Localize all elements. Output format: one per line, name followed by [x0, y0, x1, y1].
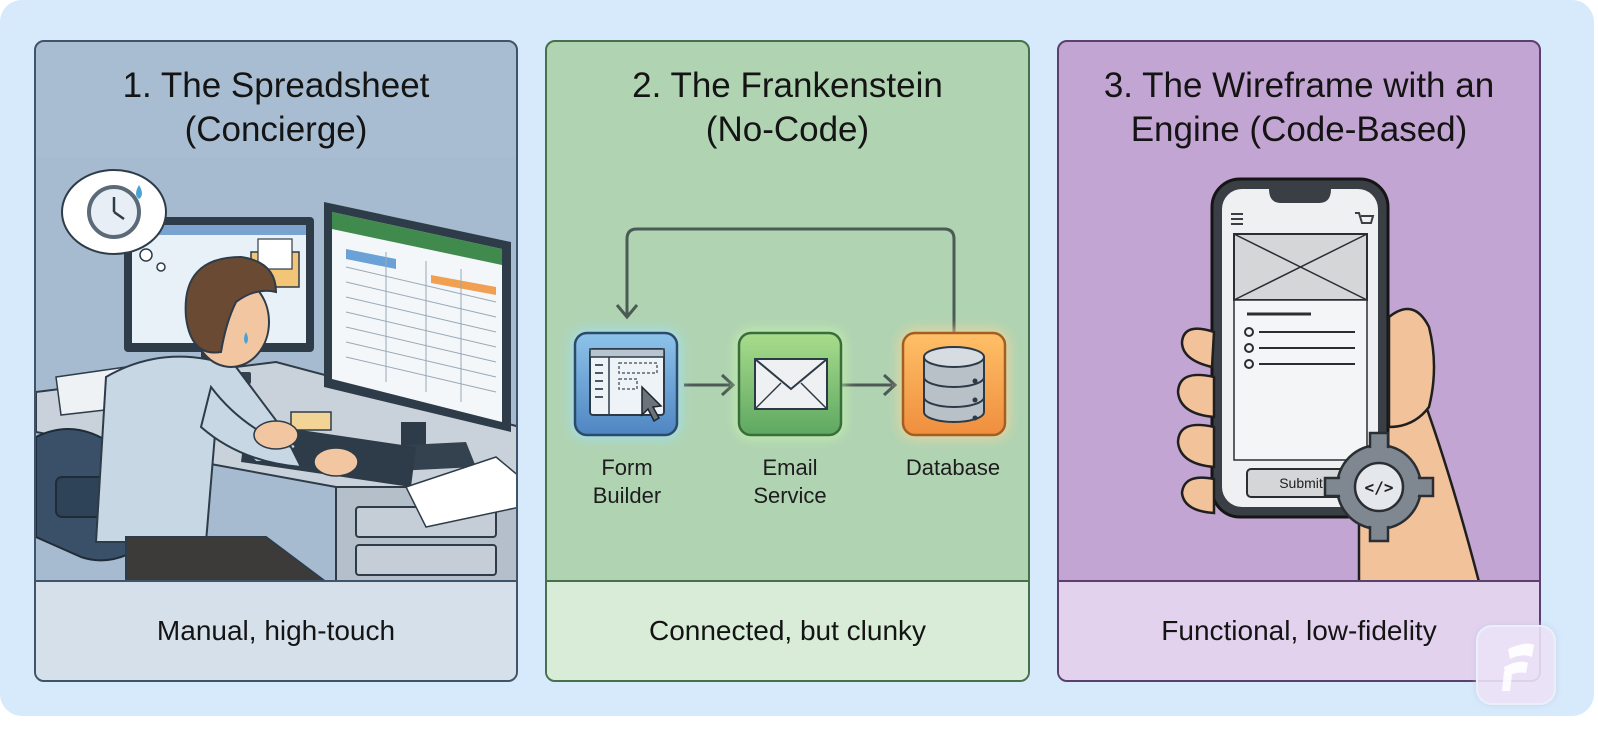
panel-frankenstein: 2. The Frankenstein (No-Code): [545, 40, 1030, 682]
radio-list: [1244, 327, 1355, 369]
node-label-database: Database: [905, 455, 1001, 480]
panel-wireframe: 3. The Wireframe with an Engine (Code-Ba…: [1057, 40, 1541, 682]
person-at-desk-illustration: [36, 157, 516, 582]
image-placeholder: [1233, 233, 1368, 301]
node-label-form-builder: Form Builder: [592, 455, 662, 508]
loop-arrowhead: [615, 304, 639, 320]
panel-caption: Manual, high-touch: [36, 580, 516, 680]
code-gear-icon: </>: [1323, 431, 1435, 543]
tool-chain-diagram: [572, 227, 1008, 438]
node-label-email-service: Email Service: [753, 455, 827, 508]
hand-holding-phone-illustration: Submit </>: [1176, 177, 1481, 582]
cart-icon: [1355, 212, 1375, 224]
email-service-node: [736, 330, 844, 438]
submit-label: Submit: [1279, 475, 1323, 491]
panel-title: 1. The Spreadsheet (Concierge): [122, 66, 430, 149]
form-builder-node: [572, 330, 680, 438]
svg-text:</>: </>: [1365, 478, 1394, 497]
panel-caption: Functional, low-fidelity: [1059, 580, 1539, 680]
loop-arrow: [625, 227, 956, 335]
panel-title: 2. The Frankenstein (No-Code): [632, 66, 943, 149]
database-node: [900, 330, 1008, 438]
menu-icon: [1231, 213, 1243, 225]
panel-spreadsheet: 1. The Spreadsheet (Concierge): [34, 40, 518, 682]
cursor-icon: [641, 385, 663, 423]
panel-caption: Connected, but clunky: [547, 580, 1028, 680]
brand-logo-badge: [1476, 625, 1556, 705]
panel-title: 3. The Wireframe with an Engine (Code-Ba…: [1103, 66, 1495, 149]
brand-logo-icon: [1502, 643, 1534, 691]
